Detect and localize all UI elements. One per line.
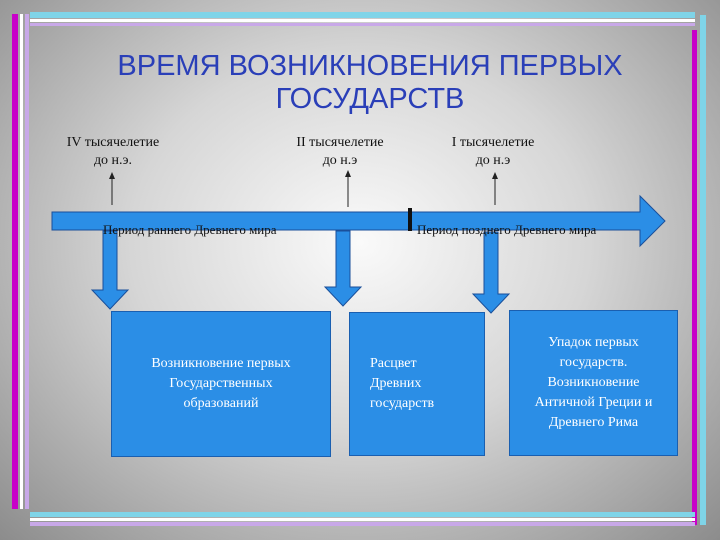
timeline-divider: [408, 208, 412, 231]
era-i-line2: до н.э: [475, 153, 511, 168]
frame-right-magenta: [692, 30, 697, 525]
era-iv-line1: IV тысячелетие: [66, 135, 160, 150]
frame-top-white: [30, 19, 695, 22]
box-decline-line1: Упадок первых: [548, 335, 639, 350]
page-title: ВРЕМЯ ВОЗНИКНОВЕНИЯ ПЕРВЫХ ГОСУДАРСТВ: [117, 50, 623, 115]
era-ii-line2: до н.э: [322, 153, 358, 168]
box-decline-line4: Античной Греции и: [534, 395, 653, 410]
frame-left-magenta: [12, 14, 18, 509]
frame-left-lavender: [25, 14, 29, 509]
box-emergence-line2: Государственных: [169, 376, 273, 391]
era-label-i: I тысячелетие до н.э: [428, 134, 558, 170]
period-late-label: Период позднего Древнего мира: [417, 222, 597, 237]
down-arrow-2: [323, 230, 363, 307]
era-pointer-ii: [345, 170, 351, 207]
frame-bottom-lavender: [30, 522, 695, 526]
frame-top-lavender: [30, 23, 695, 26]
era-iv-line2: до н.э.: [93, 153, 133, 168]
period-early-label: Период раннего Древнего мира: [103, 222, 277, 237]
down-arrow-3: [471, 231, 511, 314]
box-flourishing: Расцвет Древних государств: [349, 312, 485, 456]
box-decline-line3: Возникновение: [547, 375, 640, 390]
frame-bottom-white: [30, 518, 695, 521]
frame-bottom-cyan: [30, 512, 695, 517]
era-i-line1: I тысячелетие: [451, 135, 535, 150]
era-label-ii: II тысячелетие до н.э: [275, 134, 405, 170]
box-decline-line2: государств.: [559, 355, 628, 370]
box-flourishing-line1: Расцвет: [370, 356, 417, 371]
box-flourishing-line2: Древних: [370, 376, 422, 391]
frame-top-cyan: [30, 12, 695, 18]
era-pointer-i: [492, 172, 498, 205]
era-label-iv: IV тысячелетие до н.э.: [48, 134, 178, 170]
box-decline: Упадок первых государств. Возникновение …: [509, 310, 678, 456]
box-decline-line5: Древнего Рима: [548, 415, 639, 430]
box-flourishing-line3: государств: [370, 396, 435, 411]
era-pointer-iv: [109, 172, 115, 205]
down-arrow-1: [90, 230, 130, 310]
frame-left-white: [20, 14, 23, 509]
box-emergence: Возникновение первых Государственных обр…: [111, 311, 331, 457]
timeline-arrow: [51, 194, 666, 248]
frame-right-cyan: [700, 15, 706, 525]
box-emergence-line3: образований: [183, 396, 259, 411]
box-emergence-line1: Возникновение первых: [151, 356, 291, 371]
era-ii-line1: II тысячелетие: [296, 135, 384, 150]
